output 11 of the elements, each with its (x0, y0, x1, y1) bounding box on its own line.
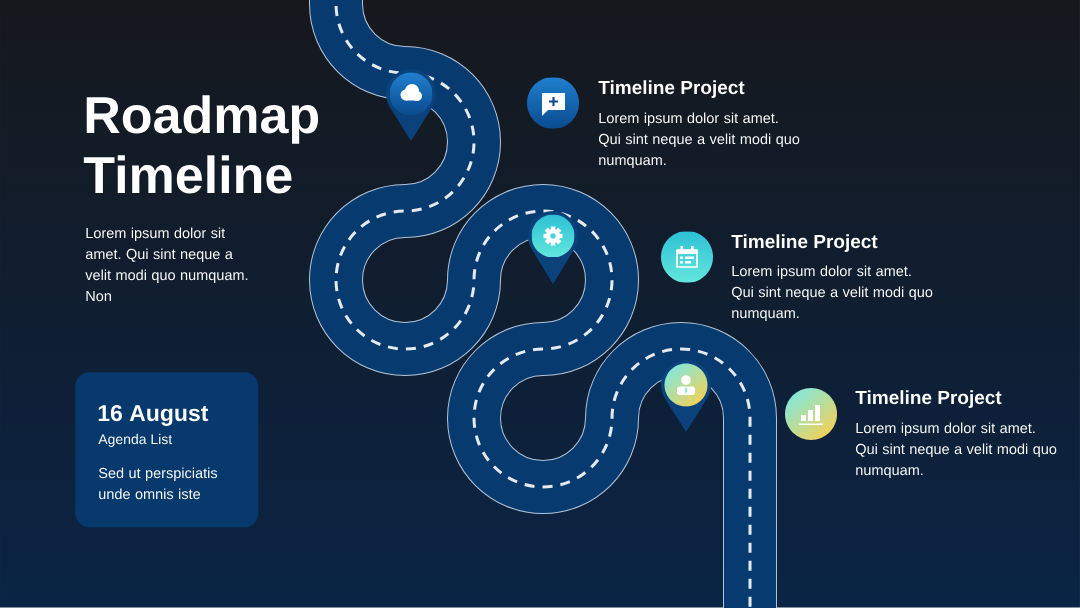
timeline-heading: Timeline Project (598, 80, 745, 98)
timeline-text: Lorem ipsum dolor sit amet. Qui sint neque a velit modi quo numquam. (731, 265, 933, 321)
intro-text: Lorem ipsum dolor sit amet. Qui sint neque a velit modi quo numquam. Non (85, 227, 248, 302)
timeline-heading: Timeline Project (731, 234, 878, 252)
date-heading: 16 August (98, 404, 209, 426)
timeline-text: Lorem ipsum dolor sit amet. Qui sint neque a velit modi quo numquam. (598, 112, 800, 168)
timeline-heading: Timeline Project (855, 390, 1002, 408)
subtitle: Agenda List (98, 433, 173, 447)
title: Roadmap Timeline (83, 95, 319, 194)
description: Sed ut perspiciatis unde omnis iste (98, 467, 218, 500)
timeline-text: Lorem ipsum dolor sit amet. Qui sint neque a velit modi quo numquam. (855, 422, 1057, 478)
